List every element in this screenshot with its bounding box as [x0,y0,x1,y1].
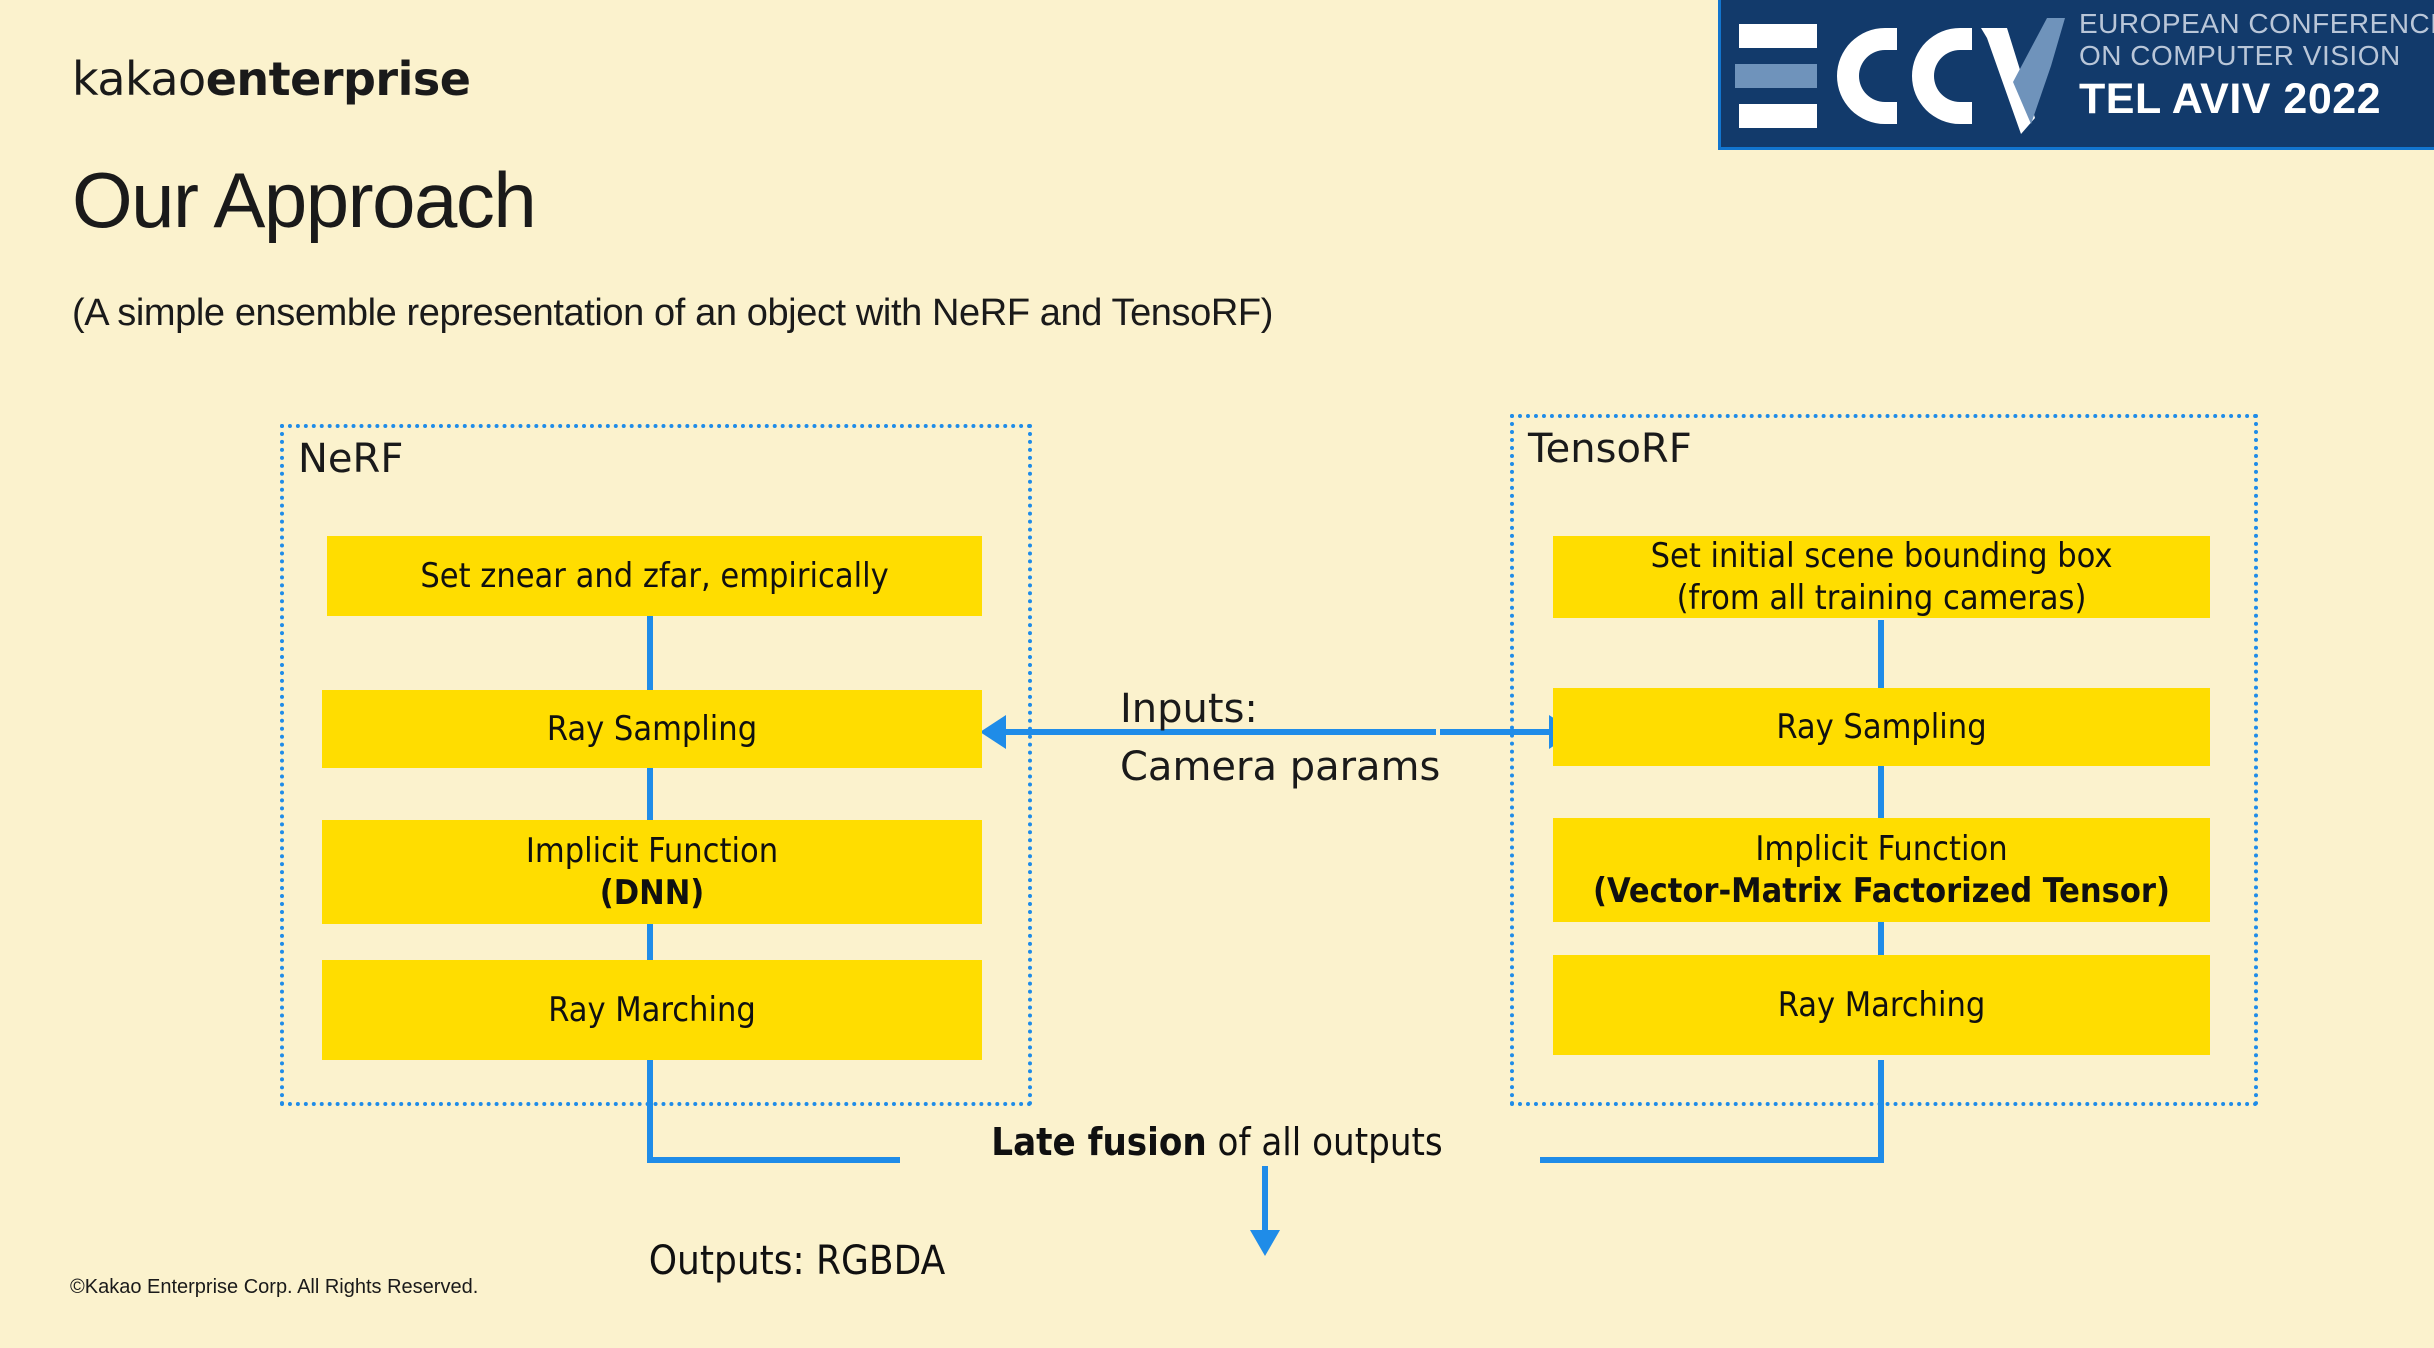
tensorf-stage-box-3: Implicit Function (Vector-Matrix Factori… [1553,818,2210,922]
tensorf-group-label: TensoRF [1528,426,1692,472]
tensorf-connector-spine [1878,620,1884,980]
tensorf-group-panel: TensoRF [1510,414,2258,1106]
tensorf-stage-box-4: Ray Marching [1553,955,2210,1055]
late-fusion-label-bold: Late fusion [991,1120,1207,1164]
nerf-stage-box-2: Ray Sampling [322,690,982,768]
tensorf-stage-box-2: Ray Sampling [1553,688,2210,766]
tensorf-box4-line1: Ray Marching [1777,985,1986,1025]
nerf-connector-spine [647,610,653,974]
tensorf-box2-line1: Ray Sampling [1776,707,1987,747]
tensorf-box1-line2: (from all training cameras) [1676,578,2087,618]
eccv-logo: EUROPEAN CONFERENCE ON COMPUTER VISION T… [1718,0,2434,150]
tensorf-box1-line1: Set initial scene bounding box [1650,536,2113,576]
fusion-label-backdrop [900,1110,1540,1166]
nerf-box3-line1: Implicit Function [525,831,779,871]
late-fusion-label: Late fusion of all outputs [0,1120,2434,1164]
eccv-line-3: TEL AVIV 2022 [2079,75,2382,123]
eccv-line-1: EUROPEAN CONFERENCE [2079,8,2434,39]
fusion-to-output-line [1262,1157,1268,1242]
brand-enterprise: enterprise [205,52,471,106]
copyright-footer: ©Kakao Enterprise Corp. All Rights Reser… [70,1276,479,1298]
page-title: Our Approach [72,156,537,244]
nerf-group-panel: NeRF [280,424,1032,1106]
nerf-stage-box-1: Set znear and zfar, empirically [327,536,982,616]
eccv-logo-text: EUROPEAN CONFERENCE ON COMPUTER VISION T… [2079,8,2434,124]
tensorf-box3-line1: Implicit Function [1755,829,2008,869]
inputs-label-line2: Camera params [1120,744,1441,790]
outputs-label-text: Outputs: RGBDA [648,1238,946,1284]
nerf-group-label: NeRF [298,436,404,482]
tensorf-box3-line2: (Vector-Matrix Factorized Tensor) [1593,871,2170,911]
eccv-line-2: ON COMPUTER VISION [2079,40,2401,71]
nerf-connector-to-fusion [647,1060,653,1160]
tensorf-connector-to-fusion [1878,1060,1884,1160]
page-subtitle: (A simple ensemble representation of an … [72,292,1273,334]
eccv-lettermark-icon [1735,18,2065,134]
inputs-to-nerf-arrowhead [980,715,1006,749]
inputs-to-nerf-line [1006,729,1436,735]
outputs-label: Outputs: RGBDA [0,1238,2434,1284]
brand-kakao: kakao [72,52,206,106]
inputs-label: Inputs: Camera params [1120,680,1440,796]
nerf-box1-line1: Set znear and zfar, empirically [420,556,889,596]
inputs-label-line1: Inputs: [1120,686,1258,732]
nerf-box2-line1: Ray Sampling [546,709,758,749]
nerf-stage-box-4: Ray Marching [322,960,982,1060]
late-fusion-label-rest: of all outputs [1206,1120,1443,1164]
fusion-to-output-arrowhead [1250,1230,1280,1256]
nerf-stage-box-3: Implicit Function (DNN) [322,820,982,924]
tensorf-stage-box-1: Set initial scene bounding box (from all… [1553,536,2210,618]
nerf-box3-line2: (DNN) [599,873,705,913]
nerf-box4-line1: Ray Marching [548,990,756,1030]
kakao-enterprise-logo: kakaoenterprise [72,52,471,106]
inputs-to-tensorf-line [1440,729,1553,735]
